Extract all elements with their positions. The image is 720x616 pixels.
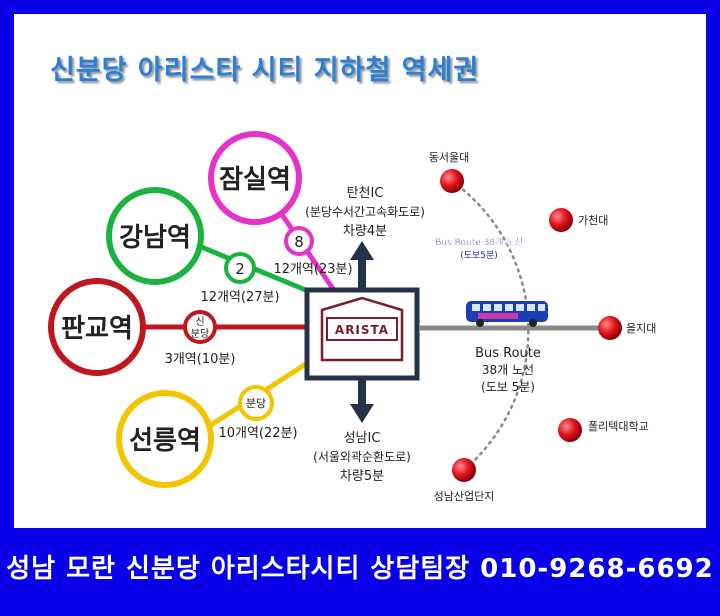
svg-text:가천대: 가천대 [578, 213, 608, 227]
svg-text:분당: 분당 [191, 328, 209, 340]
route-label-shinbundang: 3개역(10분) [165, 352, 236, 367]
route-label-line2: 12개역(27분) [200, 290, 279, 305]
svg-text:성남IC: 성남IC [344, 431, 381, 446]
svg-text:차량5분: 차량5분 [340, 469, 384, 484]
svg-text:을지대: 을지대 [626, 322, 656, 335]
station-label: 선릉역 [129, 426, 201, 456]
station-gangnam[interactable]: 강남역 [106, 187, 204, 285]
north-road-arrow [350, 241, 374, 290]
bus-icon [466, 301, 548, 327]
south-road-arrow [350, 378, 374, 423]
svg-text:신: 신 [195, 316, 204, 328]
svg-text:폴리텍대학교: 폴리텍대학교 [588, 420, 649, 433]
svg-text:성남산업단지: 성남산업단지 [434, 490, 495, 503]
route-label-line8: 12개역(23분) [273, 262, 352, 277]
line8-badge: 8 [284, 226, 314, 256]
page-title: 신분당 아리스타 시티 지하철 역세권 [50, 55, 480, 86]
bus-stop-seongnam-industrial[interactable]: 성남산업단지 [434, 458, 495, 503]
station-label: 잠실역 [219, 165, 291, 195]
svg-text:(서울외곽순환도로): (서울외곽순환도로) [313, 450, 411, 464]
svg-text:차량4분: 차량4분 [343, 224, 387, 239]
bus-stop-dongseoul[interactable]: 동서울대 [429, 151, 469, 193]
svg-text:(분당수서간고속화도로): (분당수서간고속화도로) [305, 205, 425, 219]
bundang-badge: 분당 [238, 385, 274, 421]
bus-route-info: Bus Route 38개 노선 (도보 5분) [475, 346, 541, 394]
svg-text:2: 2 [235, 260, 245, 278]
bus-stop-gachon[interactable]: 가천대 [549, 208, 608, 232]
line2-badge: 2 [224, 252, 256, 284]
south-road-info: 성남IC (서울외곽순환도로) 차량5분 [313, 431, 411, 484]
svg-text:Bus Route: Bus Route [475, 346, 541, 361]
svg-text:8: 8 [294, 233, 304, 251]
station-label: 강남역 [119, 223, 191, 253]
station-pangyo[interactable]: 판교역 [48, 278, 146, 376]
svg-text:Bus Route 38개 노선: Bus Route 38개 노선 [435, 237, 523, 248]
svg-text:ARISTA: ARISTA [335, 323, 389, 337]
svg-text:탄천IC: 탄천IC [347, 186, 384, 201]
bus-stop-eulji[interactable]: 을지대 [598, 316, 656, 340]
arista-logo: ARISTA [304, 287, 420, 381]
bus-stop-polytech[interactable]: 폴리텍대학교 [558, 418, 649, 442]
station-label: 판교역 [61, 314, 133, 344]
svg-text:동서울대: 동서울대 [429, 151, 469, 164]
svg-text:(도보5분): (도보5분) [460, 250, 498, 261]
svg-text:38개 노선: 38개 노선 [482, 363, 534, 377]
bus-overlay-label: Bus Route 38개 노선 (도보5분) [435, 237, 523, 261]
bus-route-arc [450, 179, 530, 472]
station-seolleung[interactable]: 선릉역 [116, 390, 214, 488]
route-label-bundang: 10개역(22분) [218, 426, 297, 441]
station-jamsil[interactable]: 잠실역 [208, 131, 302, 225]
svg-text:(도보 5분): (도보 5분) [481, 380, 535, 394]
shinbundang-badge: 신 분당 [183, 310, 217, 344]
svg-text:분당: 분당 [246, 397, 266, 410]
contact-footer: 성남 모란 신분당 아리스타시티 상담팀장 010-9268-6692 [6, 554, 714, 584]
north-road-info: 탄천IC (분당수서간고속화도로) 차량4분 [305, 186, 425, 239]
